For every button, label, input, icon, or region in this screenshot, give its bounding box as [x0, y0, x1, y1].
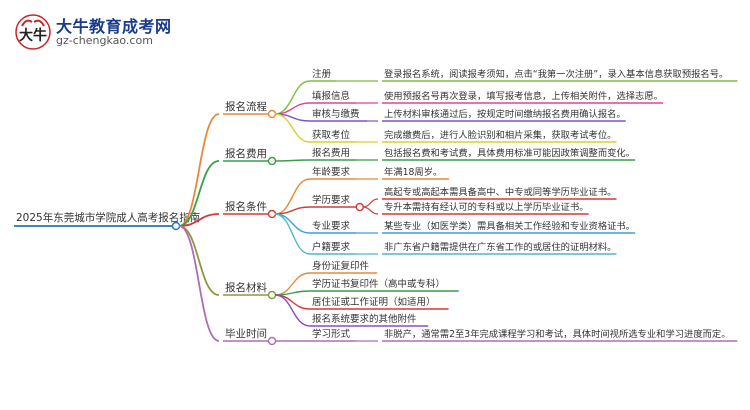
- detail-text-2-1-1: 专升本需持有经认可的专科或以上学历毕业证书。: [384, 201, 589, 213]
- detail-text-4-0: 非脱产，通常需2至3年完成课程学习和考试，具体时间视所选专业和学习进度而定。: [384, 328, 731, 340]
- svg-text:大牛: 大牛: [19, 27, 47, 44]
- item-label-3-3: 报名系统要求的其他附件: [312, 313, 417, 325]
- detail-text-0-1: 使用预报名号再次登录，填写报考信息，上传相关附件，选择志愿。: [384, 90, 663, 102]
- item-label-0-1: 填报信息: [312, 90, 350, 102]
- detail-text-0-2: 上传材料审核通过后，按规定时间缴纳报名费用确认报名。: [384, 108, 626, 120]
- item-label-2-3: 户籍要求: [312, 241, 351, 253]
- detail-text-0-3: 完成缴费后，进行人脸识别和相片采集，获取考试考位。: [384, 129, 616, 141]
- item-label-3-2: 居住证或工作证明（如适用）: [312, 296, 436, 308]
- detail-text-2-2: 某些专业（如医学类）需具备相关工作经验和专业资格证书。: [384, 220, 635, 232]
- branch-dot-2: [267, 209, 277, 219]
- detail-text-2-0: 年满18周岁。: [384, 166, 442, 178]
- detail-text-2-1-0: 高起专或高起本需具备高中、中专或同等学历毕业证书。: [384, 186, 616, 198]
- item-label-3-1: 学历证书复印件（高中或专科）: [312, 278, 445, 290]
- branch-label-2: 报名条件: [225, 200, 267, 213]
- branch-label-4: 毕业时间: [225, 327, 267, 340]
- item-label-0-2: 审核与缴费: [312, 108, 360, 120]
- item-label-0-0: 注册: [312, 68, 332, 80]
- branch-dot-1: [267, 156, 277, 166]
- item-label-2-2: 专业要求: [312, 220, 351, 232]
- branch-label-3: 报名材料: [225, 281, 267, 294]
- detail-text-1-0: 包括报名费和考试费，具体费用标准可能因政策调整而变化。: [384, 147, 635, 159]
- item-label-2-0: 年龄要求: [312, 166, 351, 178]
- branch-dot-4: [267, 336, 277, 346]
- root-node-dot: [171, 221, 181, 231]
- item-label-4-0: 学习形式: [312, 328, 351, 340]
- site-logo[interactable]: 大牛 大牛教育成考网 gz-chengkao.com: [14, 10, 214, 54]
- ox-logo-icon: 大牛: [15, 14, 51, 50]
- item-label-0-3: 获取考位: [312, 129, 351, 141]
- detail-text-2-3: 非广东省户籍需提供在广东省工作的或居住的证明材料。: [384, 241, 616, 253]
- logo-title: 大牛教育成考网: [56, 17, 172, 36]
- item-label-3-0: 身份证复印件: [312, 260, 370, 272]
- logo-url: gz-chengkao.com: [56, 34, 153, 47]
- item-label-2-1: 学历要求: [312, 194, 351, 206]
- branch-dot-0: [267, 109, 277, 119]
- root-node-label: 2025年东莞城市学院成人高考报名指南: [16, 211, 200, 224]
- item-dot-2-1: [355, 202, 364, 212]
- branch-dot-3: [267, 290, 277, 300]
- branch-label-1: 报名费用: [225, 147, 267, 160]
- branch-label-0: 报名流程: [225, 100, 267, 113]
- item-label-1-0: 报名费用: [312, 147, 350, 159]
- detail-text-0-0: 登录报名系统，阅读报考须知，点击“我第一次注册”，录入基本信息获取预报名号。: [384, 68, 728, 80]
